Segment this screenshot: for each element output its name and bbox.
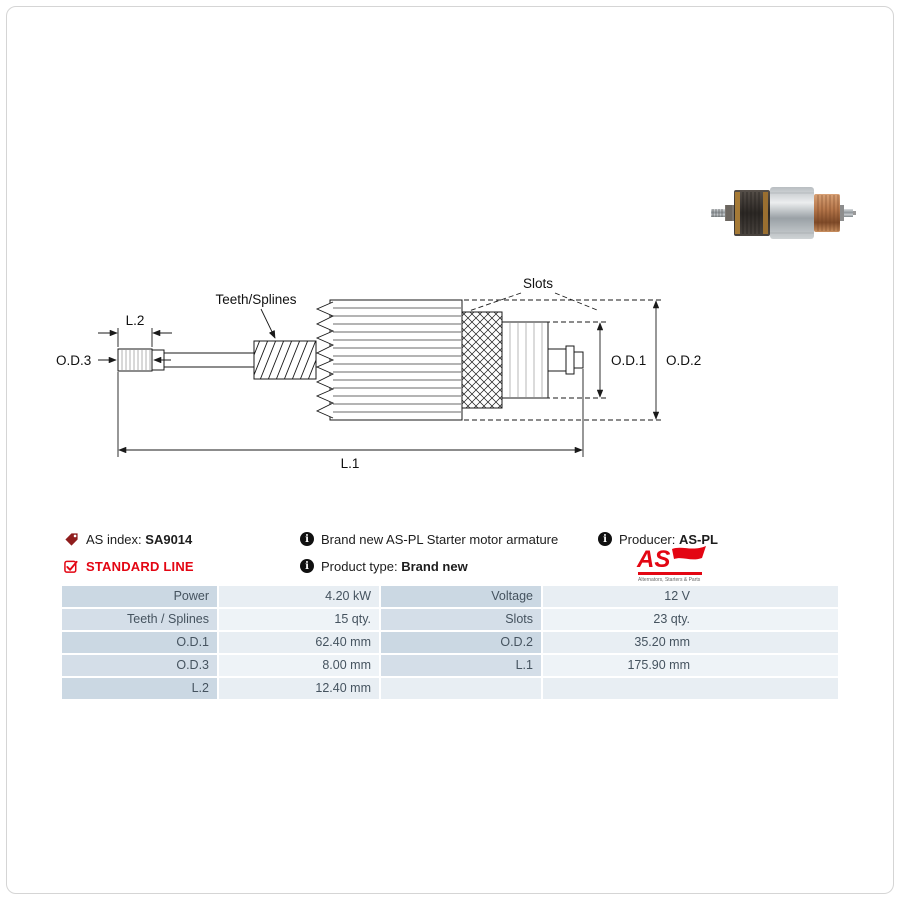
as-index-row: AS index: SA9014 xyxy=(64,530,192,548)
logo-tagline: Alternators, Starters & Parts xyxy=(638,577,701,583)
spec-value: 4.20 kW xyxy=(219,586,379,607)
slot-section xyxy=(461,311,503,409)
product-description: Brand new AS-PL Starter motor armature xyxy=(321,531,559,547)
spec-label: O.D.1 xyxy=(62,632,217,653)
checkbox-icon xyxy=(64,560,78,573)
as-pl-logo-graphic: AS Alternators, Starters & Parts xyxy=(636,546,706,583)
info-icon: i xyxy=(300,532,314,546)
spline-hatch xyxy=(254,341,316,379)
spec-label: O.D.2 xyxy=(381,632,541,653)
armature-photo-graphic xyxy=(711,187,856,239)
spec-value: 15 qty. xyxy=(219,609,379,630)
dim-label-od3: O.D.3 xyxy=(56,353,91,368)
spec-label: L.2 xyxy=(62,678,217,699)
product-type-row: i Product type: Brand new xyxy=(300,557,468,575)
dim-label-od1: O.D.1 xyxy=(611,353,646,368)
flag-icon xyxy=(672,546,706,560)
dimension-lines xyxy=(98,292,664,457)
info-icon: i xyxy=(598,532,612,546)
armature-outline xyxy=(117,299,463,421)
spec-value: 35.20 mm xyxy=(543,632,838,653)
spec-value xyxy=(543,678,838,699)
description-row: i Brand new AS-PL Starter motor armature xyxy=(300,530,558,548)
producer-label: Producer: xyxy=(619,531,676,547)
spec-label: Power xyxy=(62,586,217,607)
as-index-value: SA9014 xyxy=(145,531,193,547)
product-type-value: Brand new xyxy=(401,558,468,574)
dim-label-l2: L.2 xyxy=(126,313,145,328)
logo-text: AS xyxy=(636,546,670,573)
spec-value: 175.90 mm xyxy=(543,655,838,676)
spec-value: 12 V xyxy=(543,586,838,607)
spec-value: 23 qty. xyxy=(543,609,838,630)
as-index-label: AS index: xyxy=(86,531,142,547)
dim-label-slots: Slots xyxy=(523,276,553,291)
lamination-zigzag-fill xyxy=(317,302,333,418)
spec-label: Slots xyxy=(381,609,541,630)
commutator-segments xyxy=(509,323,543,397)
dim-label-teeth-splines: Teeth/Splines xyxy=(215,292,296,307)
dim-label-l1: L.1 xyxy=(341,456,360,471)
spec-label: Teeth / Splines xyxy=(62,609,217,630)
product-photo xyxy=(710,183,858,243)
spec-value: 12.40 mm xyxy=(219,678,379,699)
logo-bar xyxy=(638,572,702,575)
spec-table: Power 4.20 kW Voltage 12 V Teeth / Splin… xyxy=(62,586,838,699)
standard-line-row: STANDARD LINE xyxy=(64,557,194,575)
spec-label: Voltage xyxy=(381,586,541,607)
standard-line-label: STANDARD LINE xyxy=(86,558,194,574)
spec-label: L.1 xyxy=(381,655,541,676)
core-laminations xyxy=(331,307,461,413)
product-type-label: Product type: xyxy=(321,558,398,574)
shaft-end xyxy=(547,345,584,375)
spec-value: 62.40 mm xyxy=(219,632,379,653)
commutator xyxy=(501,321,549,399)
as-pl-logo: AS Alternators, Starters & Parts xyxy=(636,544,708,584)
spec-label xyxy=(381,678,541,699)
spec-label: O.D.3 xyxy=(62,655,217,676)
knurl-lines xyxy=(121,350,151,370)
technical-drawing: L.2 O.D.3 Teeth/Splines Slots O.D.1 O.D.… xyxy=(56,276,701,471)
tag-icon xyxy=(65,532,78,546)
spec-value: 8.00 mm xyxy=(219,655,379,676)
dim-label-od2: O.D.2 xyxy=(666,353,701,368)
info-icon: i xyxy=(300,559,314,573)
lamination-zigzag xyxy=(315,301,335,419)
producer-value: AS-PL xyxy=(679,531,718,547)
producer-row: i Producer: AS-PL xyxy=(598,530,718,548)
